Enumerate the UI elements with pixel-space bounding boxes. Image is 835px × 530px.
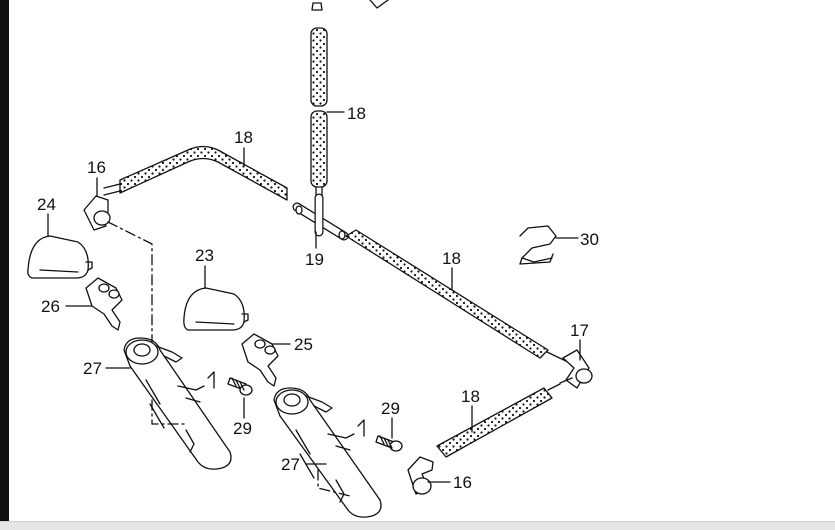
- screw-29-left: [227, 377, 253, 396]
- hose-lower: [436, 383, 561, 458]
- callout-16-right: 16: [453, 473, 472, 492]
- elbow-connector-16-left: [83, 195, 111, 231]
- elbow-connector-16-bottom: [407, 456, 434, 495]
- callout-27-left: 27: [83, 359, 102, 378]
- callout-29-left: 29: [233, 419, 252, 438]
- hose-diagonal: [345, 229, 569, 363]
- callout-25: 25: [294, 335, 313, 354]
- callout-17: 17: [570, 321, 589, 340]
- cover-cap-24: [27, 235, 93, 279]
- cover-cap-23: [183, 287, 249, 331]
- hose-vertical: [310, 2, 328, 203]
- window-edge: [0, 0, 9, 529]
- leader-lines: [47, 111, 581, 483]
- screw-29-right: [375, 435, 403, 452]
- elbow-connector-17: [559, 349, 593, 389]
- callout-29-right: 29: [381, 399, 400, 418]
- callout-18-lower: 18: [461, 387, 480, 406]
- bottom-scroll-strip: [0, 521, 835, 530]
- callout-26: 26: [41, 297, 60, 316]
- callout-19: 19: [305, 250, 324, 269]
- washer-jet-27-left: [123, 337, 232, 470]
- arrow-fragment: [369, 0, 389, 9]
- callout-18-top: 18: [347, 104, 366, 123]
- callout-16-left: 16: [87, 158, 106, 177]
- hose-left-curved: [103, 145, 288, 201]
- alignment-lines: [107, 221, 351, 497]
- callout-24: 24: [37, 195, 56, 214]
- callout-23: 23: [195, 246, 214, 265]
- callout-18-mid: 18: [442, 249, 461, 268]
- clip-30: [519, 225, 557, 265]
- callout-labels: 18 18 16 24 23 19 30 18 17 26 25 27 18 2…: [37, 104, 599, 492]
- washer-jet-27-right: [273, 387, 382, 518]
- callout-18-left: 18: [234, 128, 253, 147]
- callout-30: 30: [580, 230, 599, 249]
- t-connector: [292, 193, 349, 241]
- callout-27-right: 27: [281, 455, 300, 474]
- connector-26: [85, 277, 123, 331]
- connector-25: [241, 333, 279, 387]
